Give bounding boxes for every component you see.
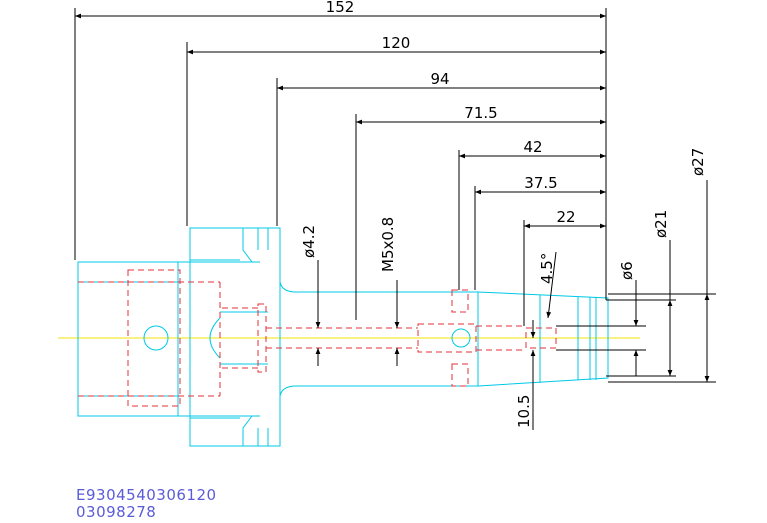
horizontal-dimension-lines <box>75 13 606 229</box>
dim-dia-21: ø21 <box>652 210 670 238</box>
dim-22: 22 <box>556 208 575 226</box>
hidden-lines <box>78 269 557 407</box>
dim-dia-27: ø27 <box>689 148 707 176</box>
dim-dia-4-2: ø4.2 <box>300 225 318 258</box>
dim-94: 94 <box>430 70 449 88</box>
dim-120: 120 <box>382 34 411 52</box>
extension-lines <box>74 8 716 383</box>
dim-thread-m5: M5x0.8 <box>379 217 397 272</box>
dim-dia-6: ø6 <box>618 261 636 280</box>
part-code-2: 03098278 <box>76 503 157 521</box>
dim-71-5: 71.5 <box>464 104 497 122</box>
vertical-dimension-lines <box>315 180 710 430</box>
dim-10-5: 10.5 <box>515 395 533 428</box>
part-outline <box>77 227 609 447</box>
dim-angle-4-5: 4.5° <box>538 253 556 284</box>
dim-42: 42 <box>523 138 542 156</box>
part-code-1: E9304540306120 <box>76 486 217 504</box>
dim-152: 152 <box>326 0 355 16</box>
dim-37-5: 37.5 <box>524 174 557 192</box>
